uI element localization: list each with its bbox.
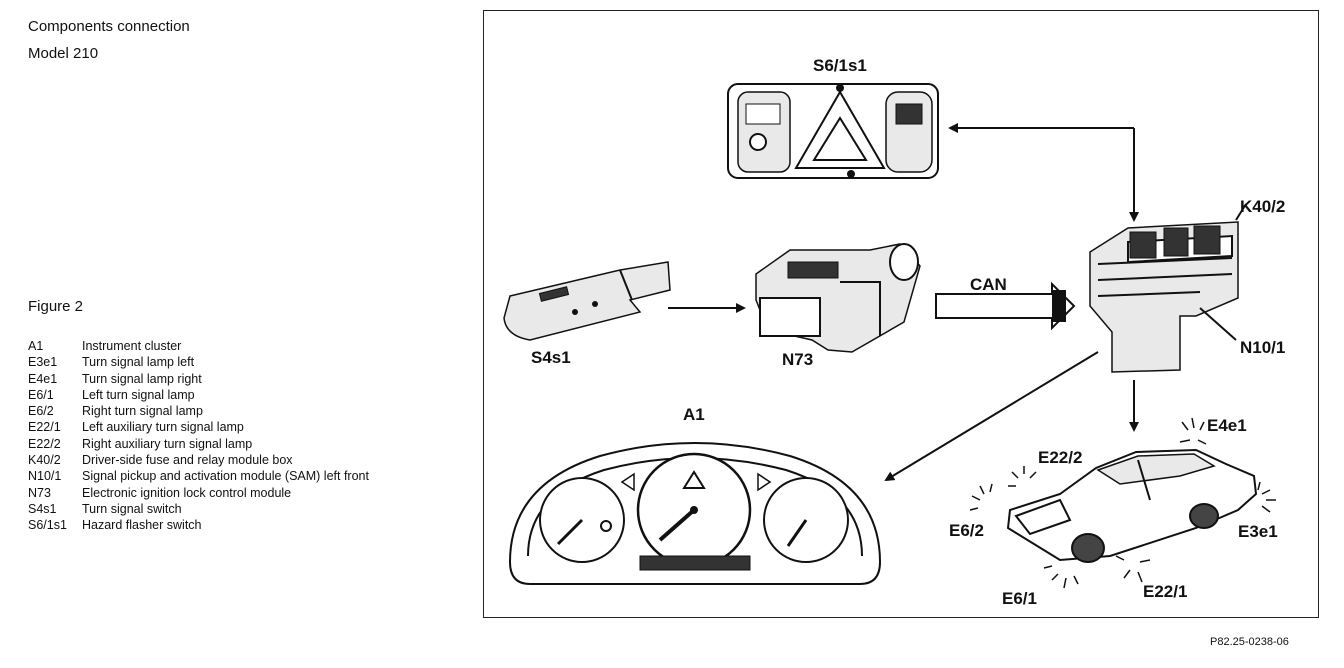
- label-n73: N73: [782, 350, 813, 369]
- legend-code: N10/1: [28, 469, 62, 484]
- legend-text: Driver-side fuse and relay module box: [82, 453, 293, 468]
- legend-text: Signal pickup and activation module (SAM…: [82, 469, 369, 484]
- legend-text: Electronic ignition lock control module: [82, 485, 292, 500]
- diagram-frame: [483, 10, 1319, 618]
- legend-code: K40/2: [28, 453, 61, 468]
- label-s6-1s1: S6/1s1: [813, 56, 867, 75]
- legend-item: E6/1 Left turn signal lamp: [28, 387, 369, 403]
- legend-text: Turn signal lamp left: [82, 355, 195, 370]
- legend-item: E4e1 Turn signal lamp right: [28, 371, 369, 387]
- ignition-lock-module-illustration: [755, 243, 921, 353]
- figure-label: Figure 2: [28, 298, 84, 315]
- instrument-cluster-illustration: [508, 442, 882, 585]
- legend-item: E22/2 Right auxiliary turn signal lamp: [28, 436, 369, 452]
- legend-code: E6/2: [28, 404, 54, 419]
- legend-code: E22/2: [28, 436, 61, 451]
- legend-item: N10/1 Signal pickup and activation module…: [28, 468, 369, 484]
- legend-text: Left auxiliary turn signal lamp: [82, 420, 244, 435]
- label-e3e1: E3e1: [1238, 522, 1278, 541]
- legend-code: N73: [28, 485, 51, 500]
- model-label: Model 210: [28, 45, 99, 62]
- legend-item: A1 Instrument cluster: [28, 338, 369, 354]
- legend-item: E22/1 Left auxiliary turn signal lamp: [28, 419, 369, 435]
- can-bus-arrow-head: [1052, 290, 1066, 322]
- label-e6-2: E6/2: [949, 521, 984, 540]
- legend-code: S6/1s1: [28, 518, 67, 533]
- legend-item: E3e1 Turn signal lamp left: [28, 354, 369, 370]
- flash-marks: [969, 417, 1276, 589]
- legend-item: S6/1s1 Hazard flasher switch: [28, 517, 369, 533]
- label-n10-1: N10/1: [1240, 338, 1285, 357]
- label-s4s1: S4s1: [531, 348, 571, 367]
- legend-code: S4s1: [28, 501, 57, 516]
- label-e22-2: E22/2: [1038, 448, 1082, 467]
- sam-module-illustration: [1089, 221, 1239, 373]
- label-a1: A1: [683, 405, 705, 424]
- page-title: Components connection: [28, 18, 190, 35]
- hazard-switch-illustration: [727, 83, 939, 179]
- legend-text: Instrument cluster: [82, 339, 182, 353]
- legend-code: E6/1: [28, 387, 54, 402]
- label-e22-1: E22/1: [1143, 582, 1187, 601]
- legend-code: A1: [28, 339, 44, 353]
- label-e4e1: E4e1: [1207, 416, 1247, 435]
- reference-code: P82.25-0238-06: [1210, 636, 1289, 648]
- legend-code: E3e1: [28, 355, 58, 370]
- label-k40-2: K40/2: [1240, 197, 1285, 216]
- legend-item: S4s1 Turn signal switch: [28, 501, 369, 517]
- car-illustration: [1006, 448, 1258, 563]
- turn-signal-switch-illustration: [503, 261, 671, 341]
- legend-item: K40/2 Driver-side fuse and relay module b…: [28, 452, 369, 468]
- legend-text: Left turn signal lamp: [82, 387, 195, 402]
- legend-code: E22/1: [28, 420, 61, 435]
- legend-text: Right auxiliary turn signal lamp: [82, 436, 253, 451]
- label-can: CAN: [970, 275, 1007, 294]
- legend-text: Right turn signal lamp: [82, 404, 203, 419]
- connection-lines: [668, 123, 1247, 482]
- legend-text: Turn signal switch: [82, 501, 182, 516]
- legend-text: Turn signal lamp right: [82, 371, 202, 386]
- label-e6-1: E6/1: [1002, 589, 1037, 608]
- legend-text: Hazard flasher switch: [82, 518, 202, 533]
- legend-item: E6/2 Right turn signal lamp: [28, 403, 369, 419]
- legend-item: N73 Electronic ignition lock control modu…: [28, 485, 369, 501]
- legend-code: E4e1: [28, 371, 58, 386]
